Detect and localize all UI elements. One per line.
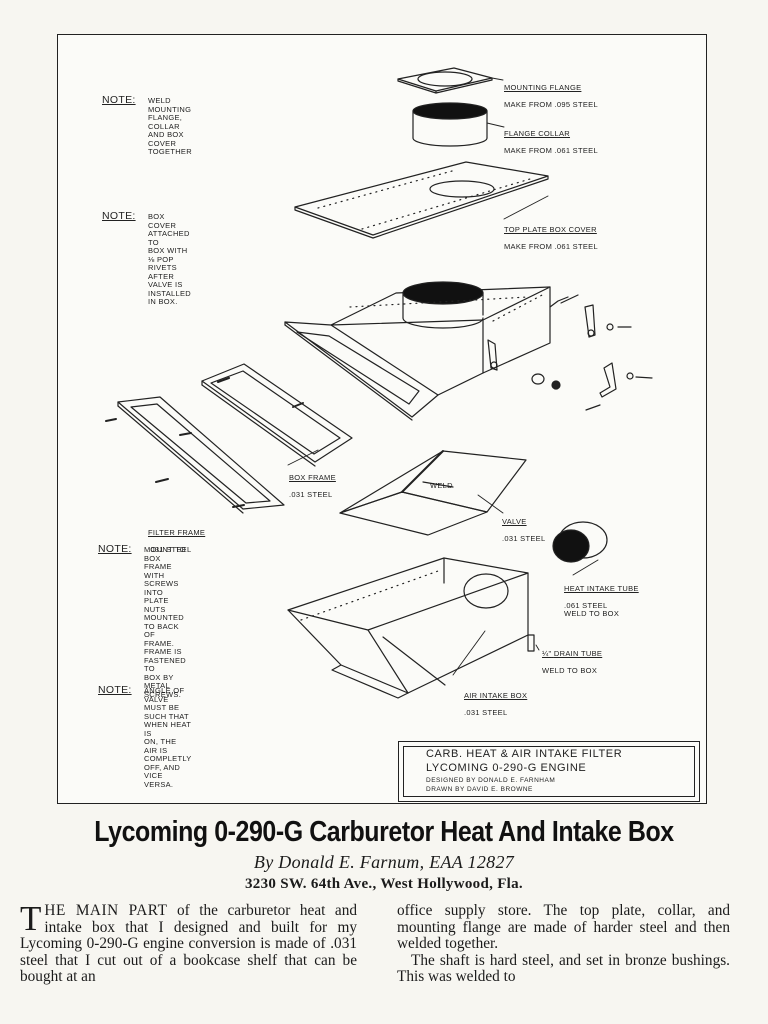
title-block: CARB. HEAT & AIR INTAKE FILTER LYCOMING …	[398, 741, 700, 802]
air-intake-box-label: AIR INTAKE BOX .031 STEEL	[464, 683, 527, 717]
paragraph-text: of the carburetor heat and intake box th…	[20, 902, 357, 985]
leader-lines	[287, 77, 599, 676]
air-intake-box-name: AIR INTAKE BOX	[464, 690, 528, 700]
mounting-flange-spec: MAKE FROM .095 STEEL	[504, 99, 598, 109]
article-column-right: office supply store. The top plate, coll…	[397, 902, 730, 986]
lead-in: HE MAIN PART	[44, 902, 168, 919]
drain-tube-size: ¼"	[542, 648, 552, 658]
title-block-designer: DESIGNED BY DONALD E. FARNHAM	[426, 777, 556, 784]
note-text: BOX COVER ATTACHED TO BOX WITH ⅛ POP RIV…	[148, 212, 191, 306]
box-frame-drawing	[201, 363, 353, 467]
valve-hardware-drawing	[487, 304, 653, 411]
filter-frame-spec: .031 STEEL	[148, 544, 192, 554]
heat-intake-tube-name: HEAT INTAKE TUBE	[564, 583, 639, 593]
article-paragraph: The shaft is hard steel, and set in bron…	[397, 951, 730, 985]
title-block-line1: CARB. HEAT & AIR INTAKE FILTER	[426, 748, 623, 760]
top-plate-name: TOP PLATE BOX COVER	[504, 224, 597, 234]
flange-collar-name: FLANGE COLLAR	[504, 128, 571, 138]
mounting-flange-name: MOUNTING FLANGE	[504, 82, 582, 92]
box-frame-label: BOX FRAME .031 STEEL	[289, 465, 336, 499]
drain-tube-name: DRAIN TUBE	[553, 648, 603, 658]
note-text: ANGLE OF VALVE MUST BE SUCH THAT WHEN HE…	[144, 686, 192, 789]
article-title: Lycoming 0-290-G Carburetor Heat And Int…	[94, 816, 674, 848]
top-plate-drawing	[294, 161, 549, 239]
title-block-drafter: DRAWN BY DAVID E. BROWNE	[426, 786, 533, 793]
box-frame-spec: .031 STEEL	[289, 489, 333, 499]
drain-tube-drawing	[527, 634, 535, 652]
drain-tube-label: ¼" DRAIN TUBE WELD TO BOX	[542, 641, 602, 675]
mounting-flange-drawing	[397, 67, 493, 94]
note-key: NOTE:	[102, 94, 136, 106]
flange-collar-spec: MAKE FROM .061 STEEL	[504, 145, 598, 155]
heat-intake-tube-spec: .061 STEEL WELD TO BOX	[564, 600, 620, 618]
valve-label: VALVE .031 STEEL	[502, 509, 545, 543]
air-intake-box-drawing	[287, 557, 529, 699]
title-block-inner-border	[403, 746, 695, 797]
top-plate-spec: MAKE FROM .061 STEEL	[504, 241, 598, 251]
main-box-drawing	[284, 281, 579, 421]
note-key: NOTE:	[98, 684, 132, 696]
top-plate-label: TOP PLATE BOX COVER MAKE FROM .061 STEEL	[504, 217, 598, 251]
valve-drawing	[339, 450, 527, 536]
note-key: NOTE:	[102, 210, 136, 222]
valve-name: VALVE	[502, 516, 527, 526]
article-paragraph: office supply store. The top plate, coll…	[397, 902, 730, 952]
drain-tube-spec: WELD TO BOX	[542, 665, 598, 675]
exploded-assembly-drawing	[105, 67, 653, 699]
author-address: 3230 SW. 64th Ave., West Hollywood, Fla.	[244, 876, 523, 892]
filter-frame-drawing	[105, 396, 285, 514]
note-key: NOTE:	[98, 543, 132, 555]
flange-collar-drawing	[412, 102, 488, 147]
note-text: WELD MOUNTING FLANGE, COLLAR AND BOX COV…	[148, 96, 192, 156]
heat-intake-tube-drawing	[552, 521, 608, 563]
mounting-flange-label: MOUNTING FLANGE MAKE FROM .095 STEEL	[504, 75, 598, 109]
filter-frame-name: FILTER FRAME	[148, 527, 206, 537]
weld-label: WELD	[430, 481, 453, 490]
box-frame-name: BOX FRAME	[289, 472, 336, 482]
article-byline: By Donald E. Farnum, EAA 12827	[253, 852, 515, 872]
title-block-line2: LYCOMING 0-290-G ENGINE	[426, 762, 587, 774]
filter-frame-label: FILTER FRAME .031 STEEL	[148, 520, 205, 554]
heat-intake-tube-label: HEAT INTAKE TUBE .061 STEEL WELD TO BOX	[564, 576, 639, 619]
flange-collar-label: FLANGE COLLAR MAKE FROM .061 STEEL	[504, 121, 598, 155]
drawing-frame: MOUNTING FLANGE MAKE FROM .095 STEEL FLA…	[57, 34, 707, 804]
drop-cap: T	[20, 899, 42, 938]
valve-spec: .031 STEEL	[502, 533, 546, 543]
note-text: MOUNT TO BOX FRAME WITH SCREWS INTO PLAT…	[144, 545, 186, 699]
air-intake-box-spec: .031 STEEL	[464, 707, 508, 717]
